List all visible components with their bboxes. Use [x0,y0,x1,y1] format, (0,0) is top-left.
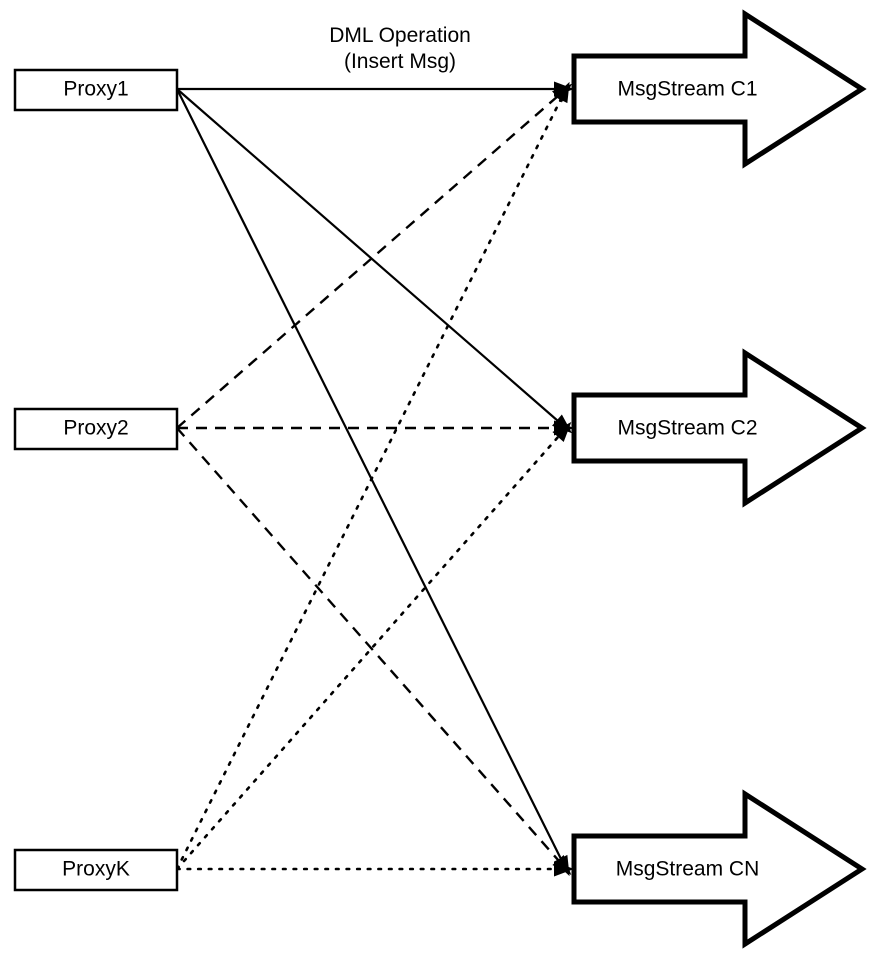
dml-operation-label-line1: DML Operation [329,24,471,47]
msgstream-node-c2[interactable]: MsgStream C2 [571,348,867,508]
dml-operation-label-line2: (Insert Msg) [344,50,456,73]
proxy-label-proxyk: ProxyK [62,858,130,881]
connection-proxyk-to-c1 [175,87,568,871]
msgstream-node-c1[interactable]: MsgStream C1 [571,9,867,169]
stream-layer: MsgStream C1 MsgStream C2 MsgStream CN [571,9,867,949]
msgstream-arrow-shape-cn[interactable] [571,789,867,949]
proxy-node-proxy1[interactable]: Proxy1 [13,68,179,112]
proxy-box-proxy1[interactable] [13,68,179,112]
msgstream-arrow-shape-c1[interactable] [571,9,867,169]
proxy-label-proxy1: Proxy1 [63,78,128,101]
msgstream-label-cn: MsgStream CN [616,858,760,881]
msgstream-label-c1: MsgStream C1 [617,78,757,101]
msgstream-node-cn[interactable]: MsgStream CN [571,789,867,949]
proxy-label-proxy2: Proxy2 [63,417,128,440]
proxy-node-proxy2[interactable]: Proxy2 [13,407,179,451]
proxy-box-proxy2[interactable] [13,407,179,451]
arrow-head-proxyk-to-cn [554,861,574,877]
arrow-head-layer [552,81,574,877]
connection-layer [175,87,568,871]
proxy-box-proxyk[interactable] [13,848,179,892]
connection-proxyk-to-c2 [175,426,568,871]
dml-operation-label: DML Operation (Insert Msg) [329,24,471,73]
msgstream-arrow-shape-c2[interactable] [571,348,867,508]
arrow-head-proxyk-to-c2 [552,422,572,442]
connection-proxy2-to-cn [176,427,567,870]
connection-proxy2-to-c1 [176,88,567,429]
proxy-node-proxyk[interactable]: ProxyK [13,848,179,892]
msgstream-label-c2: MsgStream C2 [617,417,757,440]
arrow-head-proxyk-to-c1 [553,81,570,104]
